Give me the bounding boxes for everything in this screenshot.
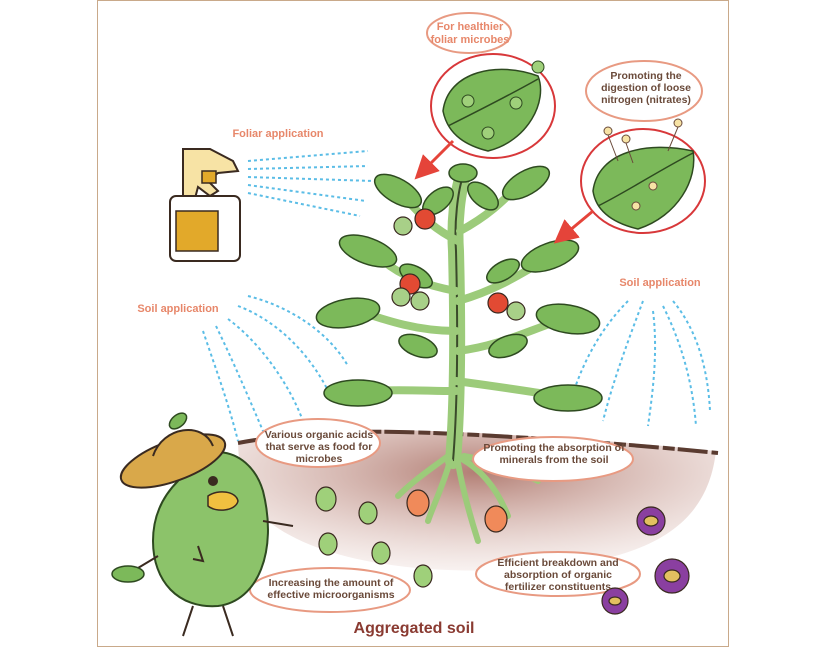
- label-nitrogen: Promoting the digestion of loose nitroge…: [601, 70, 691, 106]
- microbe-icon: [315, 486, 690, 615]
- pointer-arrows: [414, 139, 594, 244]
- label-breakdown: Efficient breakdown and absorption of or…: [497, 557, 619, 593]
- soil-spray-lines-right: [567, 300, 711, 427]
- label-organic-acids: Various organic acids that serve as food…: [264, 429, 374, 465]
- leaf-closeup-icon: [580, 118, 706, 234]
- soil-spray-lines-left: [202, 295, 349, 442]
- label-soil-application-left: Soil application: [137, 303, 219, 315]
- label-foliar-microbes: For healthier foliar microbes: [430, 21, 510, 46]
- spray-bottle-icon: [169, 148, 241, 262]
- page-title: Aggregated soil: [353, 620, 475, 637]
- diagram-artwork: [111, 12, 719, 637]
- label-microorganisms: Increasing the amount of effective micro…: [267, 577, 395, 601]
- diagram-frame: For healthier foliar microbes Promoting …: [97, 0, 729, 647]
- label-minerals: Promoting the absorption of minerals fro…: [483, 442, 625, 466]
- tomato-plant-icon: [315, 163, 603, 544]
- mascot-character-icon: [111, 412, 294, 637]
- label-foliar-application: Foliar application: [232, 128, 324, 140]
- label-soil-application-right: Soil application: [619, 277, 701, 289]
- foliar-spray-lines: [247, 150, 374, 217]
- leaf-closeup-icon: [430, 53, 556, 159]
- speech-bubbles: [249, 12, 703, 613]
